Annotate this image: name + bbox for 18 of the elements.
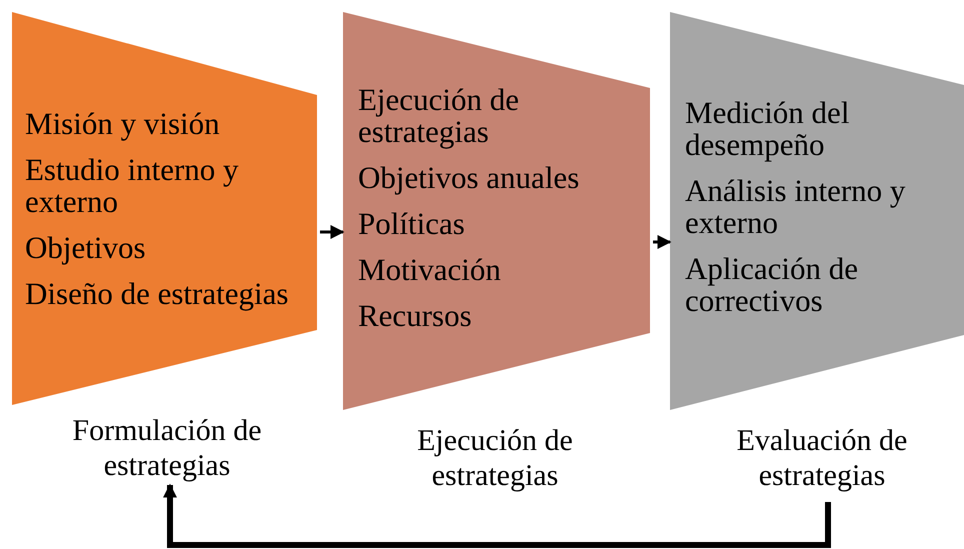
arrow — [320, 225, 344, 239]
list-item: Medición del desempeño — [685, 97, 850, 161]
list-item: Motivación — [358, 254, 502, 286]
stage-caption: Evaluación de estrategias — [736, 423, 908, 493]
stage-caption: Ejecución de estrategias — [416, 423, 574, 493]
stage-caption: Formulación de estrategias — [71, 413, 263, 483]
list-item: Objetivos — [25, 232, 147, 264]
list-item: Misión y visión — [25, 108, 221, 140]
arrow — [163, 484, 831, 548]
list-item: Objetivos anuales — [358, 162, 580, 194]
list-item: Análisis interno y externo — [685, 175, 906, 239]
list-item: Recursos — [358, 300, 473, 332]
list-item: Estudio interno y externo — [25, 154, 240, 218]
arrow — [653, 235, 672, 249]
list-item: Políticas — [358, 208, 466, 240]
list-item: Ejecución de estrategias — [358, 84, 520, 148]
list-item: Diseño de estrategias — [25, 278, 290, 310]
list-item: Aplicación de correctivos — [685, 253, 860, 317]
